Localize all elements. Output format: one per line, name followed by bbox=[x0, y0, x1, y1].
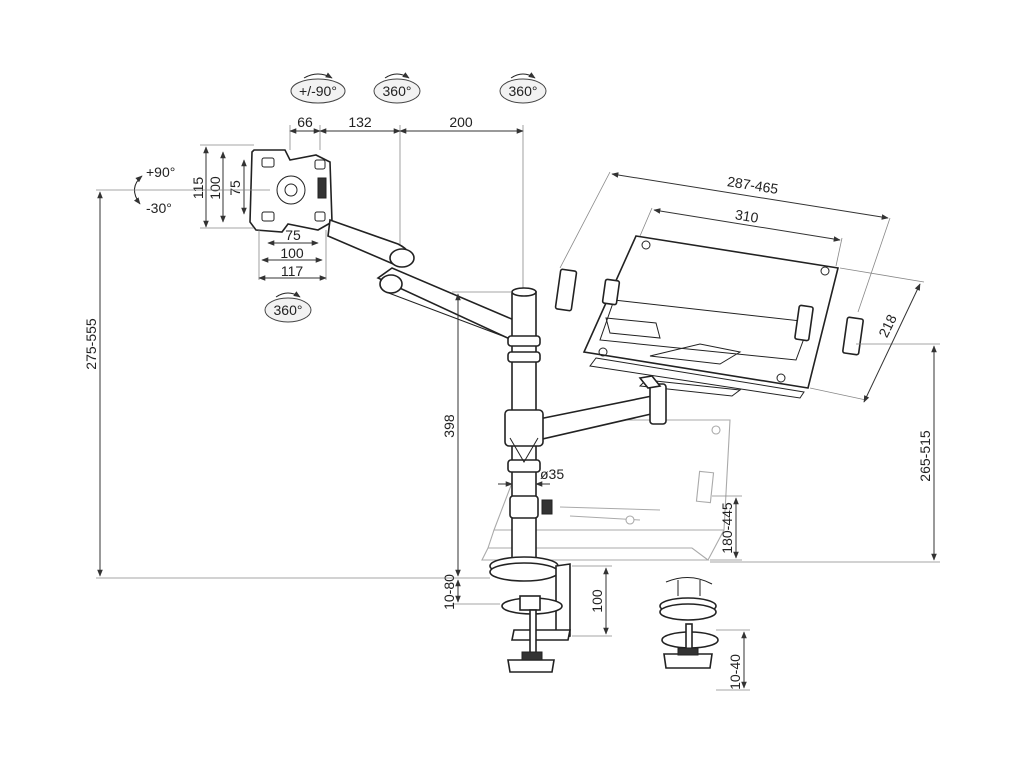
clamp-range-dimension: 10-80 bbox=[441, 574, 500, 610]
tray-width-dimension: 310 bbox=[639, 206, 843, 267]
dim-200: 200 bbox=[449, 114, 473, 130]
swivel-badge-2: 360° bbox=[499, 72, 547, 104]
vesa-plate bbox=[249, 149, 333, 233]
vesa-dimensions: 115 100 75 75 100 117 bbox=[190, 144, 327, 281]
clamp-depth-dimension: 100 bbox=[572, 565, 612, 637]
dim-grommet-range: 10-40 bbox=[727, 654, 743, 690]
dim-h115: 115 bbox=[190, 177, 206, 200]
laptop-tray bbox=[554, 235, 864, 399]
dim-lower-tray: 180-445 bbox=[719, 502, 735, 554]
tilt-label: +/-90° bbox=[299, 83, 337, 99]
tilt-up-label: +90° bbox=[146, 164, 175, 180]
pole bbox=[504, 287, 553, 561]
tilt-down-label: -30° bbox=[146, 200, 172, 216]
dim-tray-width-range: 287-465 bbox=[726, 173, 779, 197]
pole-diameter-dimension: ø35 bbox=[498, 466, 564, 487]
pole-height-dimension: 398 bbox=[441, 291, 512, 577]
dim-w100: 100 bbox=[280, 245, 304, 261]
dim-clamp-range: 10-80 bbox=[441, 574, 457, 610]
dim-pole-diameter: ø35 bbox=[540, 466, 564, 482]
swivel-badge-bottom: 360° bbox=[264, 291, 312, 323]
dim-tray-width: 310 bbox=[734, 206, 760, 225]
grommet-mount bbox=[659, 577, 719, 669]
swivel-badge-1: 360° bbox=[373, 72, 421, 104]
grommet-range-dimension: 10-40 bbox=[716, 629, 750, 691]
dim-66: 66 bbox=[297, 114, 313, 130]
dim-clamp-depth: 100 bbox=[589, 589, 605, 613]
tray-width-range-dimension: 287-465 bbox=[559, 171, 891, 313]
swivel-label-bottom: 360° bbox=[274, 302, 303, 318]
dim-tray-depth: 218 bbox=[875, 312, 900, 340]
arm-dimensions: 66 132 200 bbox=[289, 114, 524, 290]
desk-clamp bbox=[489, 556, 571, 673]
dim-h100: 100 bbox=[207, 176, 223, 200]
monitor-arm bbox=[327, 218, 515, 342]
dim-w75: 75 bbox=[285, 227, 301, 243]
lower-tray-dimension: 180-445 bbox=[710, 495, 742, 561]
dim-pole-height: 398 bbox=[441, 414, 457, 438]
overall-height-dimension: 275-555 bbox=[83, 189, 490, 579]
tray-arm bbox=[533, 375, 667, 441]
tilt-arrow: +90° -30° bbox=[133, 164, 175, 216]
tilt-badge: +/-90° bbox=[290, 72, 346, 104]
dim-132: 132 bbox=[348, 114, 372, 130]
dim-h75: 75 bbox=[227, 180, 243, 196]
dim-tray-height: 265-515 bbox=[917, 430, 933, 482]
dim-overall-height: 275-555 bbox=[83, 318, 99, 370]
dim-w117: 117 bbox=[281, 263, 304, 279]
swivel-label-1: 360° bbox=[383, 83, 412, 99]
swivel-label-2: 360° bbox=[509, 83, 538, 99]
